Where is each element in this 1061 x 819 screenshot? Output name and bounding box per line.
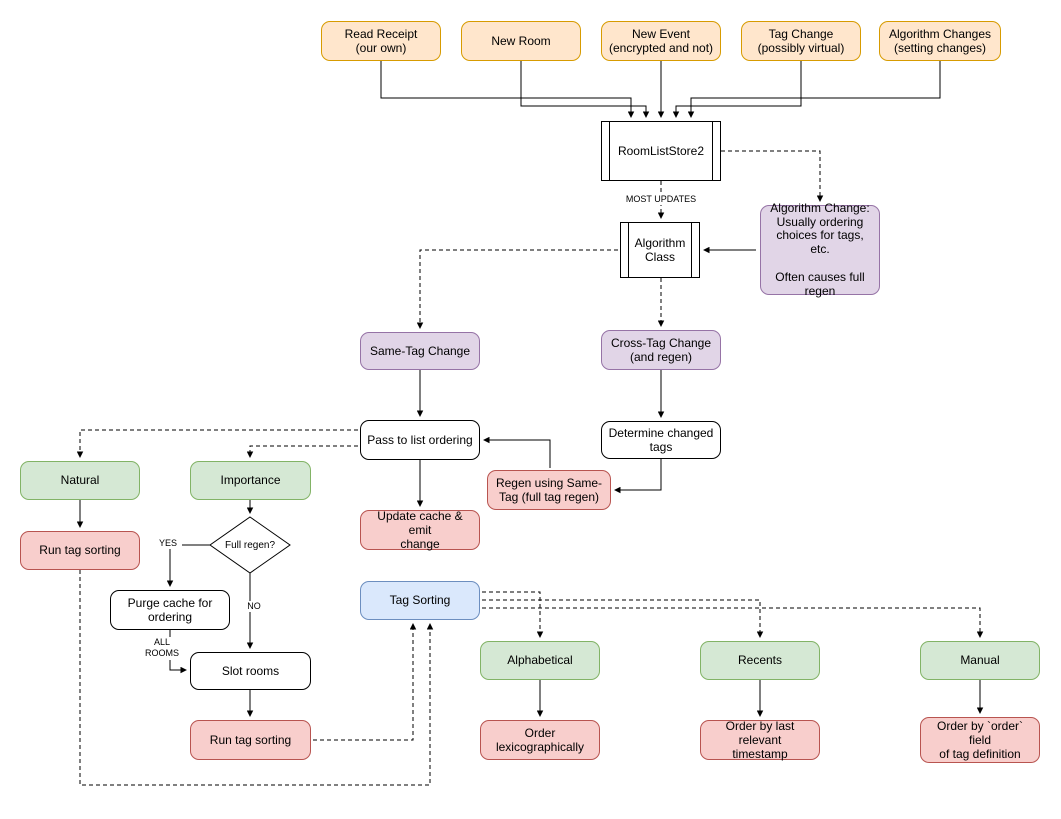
full-regen-diamond-shape — [209, 516, 291, 574]
node-same-tag-change: Same-Tag Change — [360, 332, 480, 370]
edge-determine-to-regen — [614, 459, 662, 494]
node-importance: Importance — [190, 461, 311, 500]
node-algorithm-class: Algorithm Class — [620, 222, 700, 278]
edge-tag-change-to-store — [672, 61, 802, 118]
edge-label-yes: YES — [154, 538, 182, 550]
node-new-room: New Room — [461, 21, 581, 61]
edge-read-receipt-to-store — [380, 61, 635, 118]
edge-tag-sorting-to-manual — [482, 607, 984, 638]
edge-label-no: NO — [243, 601, 265, 613]
edge-new-room-to-store — [520, 61, 650, 118]
node-read-receipt: Read Receipt (our own) — [321, 21, 441, 61]
node-natural: Natural — [20, 461, 140, 500]
node-update-cache: Update cache & emit change — [360, 509, 480, 551]
edge-pass-to-natural — [76, 429, 358, 458]
node-full-regen-decision: Full regen? — [224, 539, 276, 551]
node-order-lexicographically: Order lexicographically — [480, 720, 600, 760]
node-order-by-order-field: Order by `order` field of tag definition — [920, 717, 1040, 763]
node-regen-same-tag: Regen using Same- Tag (full tag regen) — [487, 470, 611, 510]
node-algorithm-changes: Algorithm Changes (setting changes) — [879, 21, 1001, 61]
edge-label-most-updates: MOST UPDATES — [611, 194, 711, 206]
node-recents: Recents — [700, 641, 820, 680]
node-algorithm-change-note: Algorithm Change: Usually ordering choic… — [760, 201, 880, 297]
edge-store-to-note — [721, 150, 824, 202]
edge-algorithm-changes-to-store — [687, 61, 941, 118]
dashed-edges — [76, 150, 984, 786]
node-tag-sorting: Tag Sorting — [360, 581, 480, 620]
node-run-tag-sorting-left: Run tag sorting — [20, 531, 140, 570]
node-purge-cache: Purge cache for ordering — [110, 590, 230, 630]
node-room-list-store2: RoomListStore2 — [601, 121, 721, 181]
node-tag-change: Tag Change (possibly virtual) — [741, 21, 861, 61]
edge-run-sorting-left-to-tag-sorting — [79, 570, 434, 786]
edge-algorithm-class-to-same-tag — [416, 249, 618, 329]
edge-pass-to-importance — [246, 445, 358, 458]
node-determine-changed-tags: Determine changed tags — [601, 421, 721, 459]
node-manual: Manual — [920, 641, 1040, 680]
edge-tag-sorting-to-recents — [482, 599, 764, 638]
edge-regen-to-pass — [483, 436, 551, 468]
node-run-tag-sorting-bottom: Run tag sorting — [190, 720, 311, 760]
edge-label-all-rooms: ALL ROOMS — [136, 637, 188, 660]
edge-run-sorting-to-tag-sorting — [313, 623, 417, 741]
edge-tag-sorting-to-alphabetical — [482, 591, 544, 638]
node-order-by-timestamp: Order by last relevant timestamp — [700, 719, 820, 761]
node-new-event: New Event (encrypted and not) — [601, 21, 721, 61]
node-cross-tag-change: Cross-Tag Change (and regen) — [601, 330, 721, 370]
edge-diamond-yes-to-purge — [166, 544, 210, 587]
node-slot-rooms: Slot rooms — [190, 652, 311, 690]
node-alphabetical: Alphabetical — [480, 641, 600, 680]
node-pass-to-list-ordering: Pass to list ordering — [360, 420, 480, 460]
